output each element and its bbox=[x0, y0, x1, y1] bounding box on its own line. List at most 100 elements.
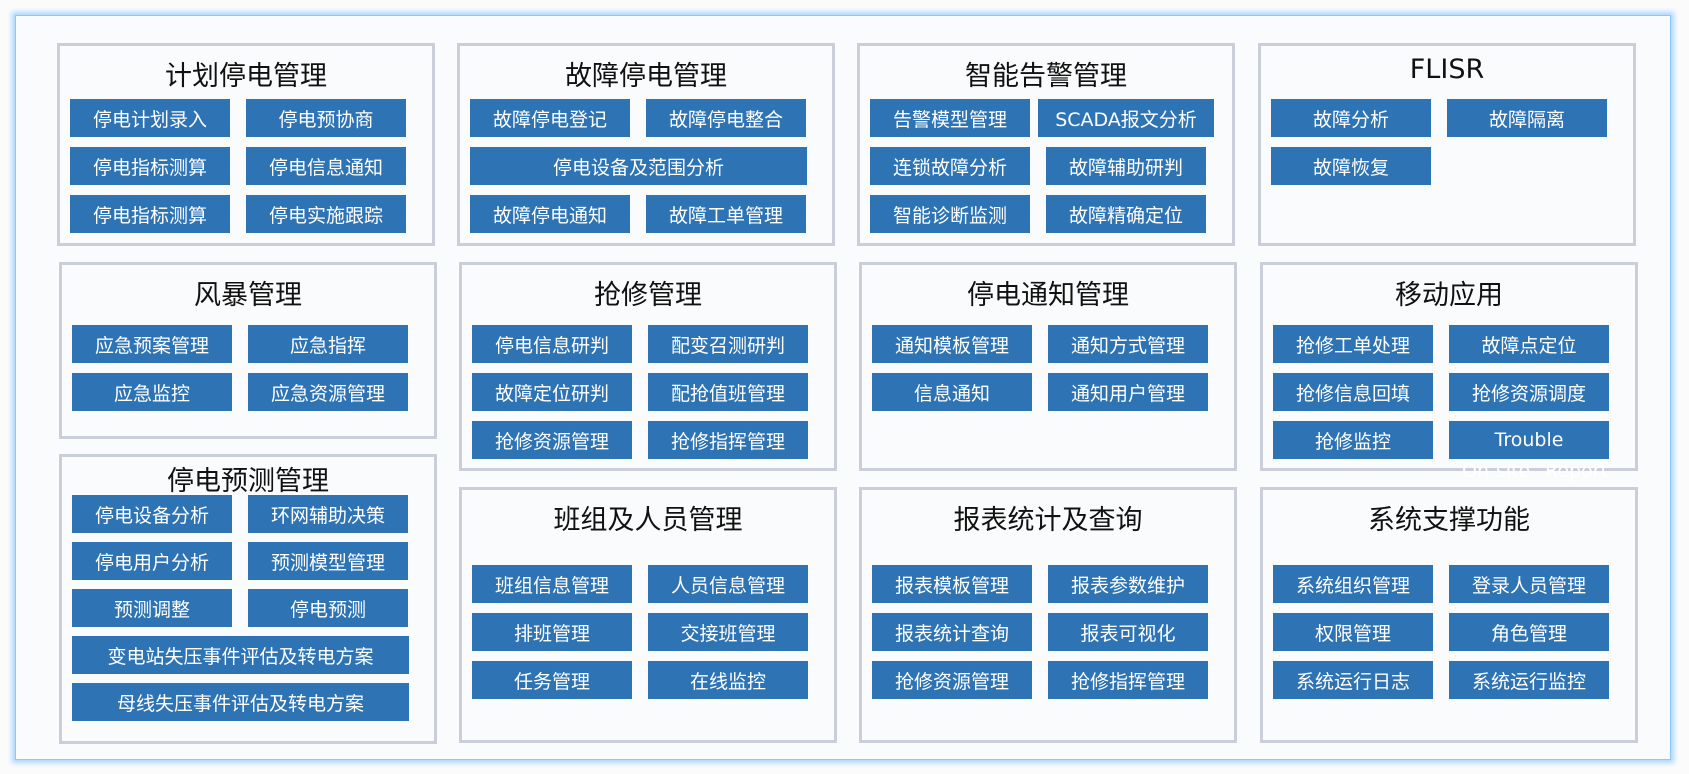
module-button[interactable]: 配抢值班管理 bbox=[648, 373, 808, 411]
panel-title: 停电预测管理 bbox=[167, 466, 329, 497]
module-button[interactable]: 故障恢复 bbox=[1271, 147, 1431, 185]
module-button[interactable]: 故障工单管理 bbox=[646, 195, 806, 233]
module-button[interactable]: 停电设备及范围分析 bbox=[470, 147, 807, 185]
module-button[interactable]: 通知方式管理 bbox=[1048, 325, 1208, 363]
module-button[interactable]: 停电用户分析 bbox=[72, 542, 232, 580]
module-button[interactable]: 角色管理 bbox=[1449, 613, 1609, 651]
module-button[interactable]: 权限管理 bbox=[1273, 613, 1433, 651]
module-button[interactable]: 停电信息通知 bbox=[246, 147, 406, 185]
module-button[interactable]: 系统运行监控 bbox=[1449, 661, 1609, 699]
panel-title: 智能告警管理 bbox=[965, 61, 1127, 92]
module-button[interactable]: 抢修监控 bbox=[1273, 421, 1433, 459]
module-button[interactable]: 连锁故障分析 bbox=[870, 147, 1030, 185]
module-button[interactable]: 抢修资源管理 bbox=[472, 421, 632, 459]
module-panel: 移动应用抢修工单处理故障点定位抢修信息回填抢修资源调度抢修监控 Trouble bbox=[1260, 262, 1638, 471]
module-button[interactable]: 通知模板管理 bbox=[872, 325, 1032, 363]
module-button[interactable]: 人员信息管理 bbox=[648, 565, 808, 603]
module-button[interactable]: 登录人员管理 bbox=[1449, 565, 1609, 603]
module-panel: 抢修管理停电信息研判配变召测研判故障定位研判配抢值班管理抢修资源管理抢修指挥管理 bbox=[459, 262, 837, 471]
module-button[interactable]: 应急监控 bbox=[72, 373, 232, 411]
module-button[interactable]: 停电预协商 bbox=[246, 99, 406, 137]
panel-title: 移动应用 bbox=[1395, 280, 1503, 311]
button-group: 停电设备分析环网辅助决策停电用户分析预测模型管理预测调整停电预测变电站失压事件评… bbox=[72, 495, 412, 721]
module-panel: 风暴管理应急预案管理应急指挥应急监控应急资源管理 bbox=[59, 262, 437, 439]
module-button[interactable]: 报表统计查询 bbox=[872, 613, 1032, 651]
module-panel: 班组及人员管理班组信息管理人员信息管理排班管理交接班管理任务管理在线监控 bbox=[459, 487, 837, 743]
button-group: 故障停电登记故障停电整合停电设备及范围分析故障停电通知故障工单管理 bbox=[470, 99, 810, 233]
module-button[interactable]: 信息通知 bbox=[872, 373, 1032, 411]
module-button[interactable]: 停电指标测算 bbox=[70, 195, 230, 233]
button-group: 抢修工单处理故障点定位抢修信息回填抢修资源调度抢修监控 Trouble bbox=[1273, 325, 1613, 459]
module-button[interactable]: 抢修工单处理 bbox=[1273, 325, 1433, 363]
module-button[interactable]: 报表参数维护 bbox=[1048, 565, 1208, 603]
module-button[interactable]: 排班管理 bbox=[472, 613, 632, 651]
panel-title: 班组及人员管理 bbox=[553, 505, 743, 536]
module-button[interactable]: 智能诊断监测 bbox=[870, 195, 1030, 233]
module-button[interactable]: 抢修资源管理 bbox=[872, 661, 1032, 699]
module-panel: 故障停电管理故障停电登记故障停电整合停电设备及范围分析故障停电通知故障工单管理 bbox=[457, 43, 835, 246]
button-group: 停电计划录入停电预协商停电指标测算停电信息通知停电指标测算停电实施跟踪 bbox=[70, 99, 410, 233]
panel-title: 系统支撑功能 bbox=[1368, 505, 1530, 536]
button-group: 系统组织管理登录人员管理权限管理角色管理系统运行日志系统运行监控 bbox=[1273, 565, 1613, 699]
module-button[interactable]: 告警模型管理 bbox=[870, 99, 1030, 137]
module-button[interactable]: 抢修资源调度 bbox=[1449, 373, 1609, 411]
button-group: 故障分析故障隔离故障恢复 bbox=[1271, 99, 1611, 185]
module-button[interactable]: 任务管理 bbox=[472, 661, 632, 699]
module-button[interactable]: 预测模型管理 bbox=[248, 542, 408, 580]
module-button[interactable]: 母线失压事件评估及转电方案 bbox=[72, 683, 409, 721]
module-button[interactable]: Trouble bbox=[1449, 421, 1609, 459]
module-button[interactable]: 故障停电通知 bbox=[470, 195, 630, 233]
module-button[interactable]: 故障点定位 bbox=[1449, 325, 1609, 363]
module-button[interactable]: 停电预测 bbox=[248, 589, 408, 627]
module-button[interactable]: 故障辅助研判 bbox=[1046, 147, 1206, 185]
module-button[interactable]: 环网辅助决策 bbox=[248, 495, 408, 533]
module-button[interactable]: 班组信息管理 bbox=[472, 565, 632, 603]
module-button[interactable]: 系统组织管理 bbox=[1273, 565, 1433, 603]
module-button[interactable]: 抢修指挥管理 bbox=[1048, 661, 1208, 699]
module-button[interactable]: SCADA报文分析 bbox=[1038, 99, 1214, 137]
module-button[interactable]: 系统运行日志 bbox=[1273, 661, 1433, 699]
module-button[interactable]: 故障停电整合 bbox=[646, 99, 806, 137]
module-button[interactable]: 应急预案管理 bbox=[72, 325, 232, 363]
module-button[interactable]: 通知用户管理 bbox=[1048, 373, 1208, 411]
panel-title: 计划停电管理 bbox=[165, 61, 327, 92]
button-group: 通知模板管理通知方式管理信息通知通知用户管理 bbox=[872, 325, 1212, 411]
button-group: 报表模板管理报表参数维护报表统计查询报表可视化抢修资源管理抢修指挥管理 bbox=[872, 565, 1212, 699]
panel-title: 抢修管理 bbox=[594, 280, 702, 311]
module-panel: 报表统计及查询报表模板管理报表参数维护报表统计查询报表可视化抢修资源管理抢修指挥… bbox=[859, 487, 1237, 743]
module-button[interactable]: 故障定位研判 bbox=[472, 373, 632, 411]
panel-title: 报表统计及查询 bbox=[953, 505, 1143, 536]
module-panel: 计划停电管理停电计划录入停电预协商停电指标测算停电信息通知停电指标测算停电实施跟… bbox=[57, 43, 435, 246]
module-button[interactable]: 预测调整 bbox=[72, 589, 232, 627]
panel-title: 风暴管理 bbox=[194, 280, 302, 311]
button-group: 应急预案管理应急指挥应急监控应急资源管理 bbox=[72, 325, 412, 411]
module-panel: 停电通知管理通知模板管理通知方式管理信息通知通知用户管理 bbox=[859, 262, 1237, 471]
module-button[interactable]: 抢修信息回填 bbox=[1273, 373, 1433, 411]
panel-title: 故障停电管理 bbox=[565, 61, 727, 92]
module-button[interactable]: 交接班管理 bbox=[648, 613, 808, 651]
module-button[interactable]: 应急资源管理 bbox=[248, 373, 408, 411]
module-button[interactable]: 抢修指挥管理 bbox=[648, 421, 808, 459]
module-button[interactable]: 故障停电登记 bbox=[470, 99, 630, 137]
module-button[interactable]: 报表可视化 bbox=[1048, 613, 1208, 651]
module-button[interactable]: 变电站失压事件评估及转电方案 bbox=[72, 636, 409, 674]
module-button[interactable]: 报表模板管理 bbox=[872, 565, 1032, 603]
panel-title: 停电通知管理 bbox=[967, 280, 1129, 311]
module-button[interactable]: 在线监控 bbox=[648, 661, 808, 699]
module-button[interactable]: 配变召测研判 bbox=[648, 325, 808, 363]
module-button[interactable]: 故障隔离 bbox=[1447, 99, 1607, 137]
button-group: 班组信息管理人员信息管理排班管理交接班管理任务管理在线监控 bbox=[472, 565, 812, 699]
module-button[interactable]: 停电信息研判 bbox=[472, 325, 632, 363]
module-button[interactable]: 停电指标测算 bbox=[70, 147, 230, 185]
module-panel: 停电预测管理停电设备分析环网辅助决策停电用户分析预测模型管理预测调整停电预测变电… bbox=[59, 454, 437, 744]
module-button[interactable]: 停电计划录入 bbox=[70, 99, 230, 137]
module-button[interactable]: 停电实施跟踪 bbox=[246, 195, 406, 233]
button-group: 停电信息研判配变召测研判故障定位研判配抢值班管理抢修资源管理抢修指挥管理 bbox=[472, 325, 812, 459]
module-button[interactable]: 故障精确定位 bbox=[1046, 195, 1206, 233]
module-button[interactable]: 故障分析 bbox=[1271, 99, 1431, 137]
module-button[interactable]: 应急指挥 bbox=[248, 325, 408, 363]
module-button[interactable]: 停电设备分析 bbox=[72, 495, 232, 533]
